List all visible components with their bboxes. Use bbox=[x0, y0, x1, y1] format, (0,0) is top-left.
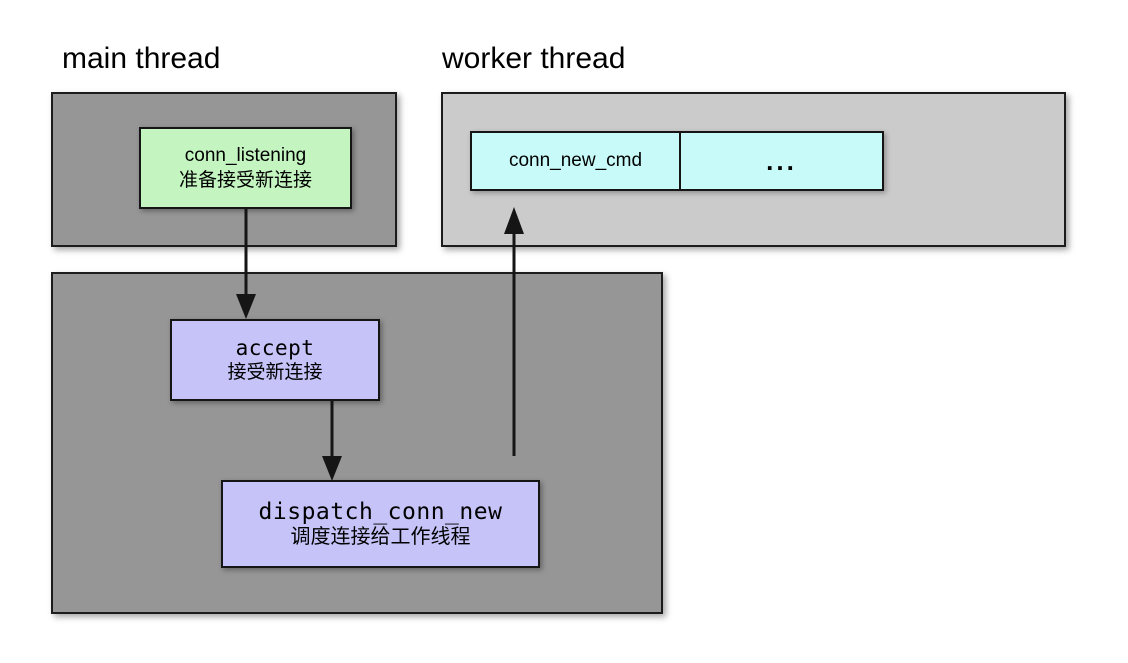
worker-command-queue: conn_new_cmd ... bbox=[470, 131, 884, 191]
worker-thread-label: worker thread bbox=[442, 42, 626, 75]
node-dispatch-conn-new: dispatch_conn_new 调度连接给工作线程 bbox=[221, 480, 540, 568]
node-conn-listening-subtitle: 准备接受新连接 bbox=[178, 168, 312, 191]
node-conn-listening: conn_listening 准备接受新连接 bbox=[139, 127, 352, 209]
node-dispatch-conn-new-subtitle: 调度连接给工作线程 bbox=[290, 523, 471, 548]
queue-cell-ellipsis: ... bbox=[766, 145, 797, 176]
queue-cell-conn-new-cmd: conn_new_cmd bbox=[472, 133, 681, 189]
node-accept-subtitle: 接受新连接 bbox=[227, 360, 323, 383]
main-thread-label: main thread bbox=[62, 42, 221, 75]
node-accept: accept 接受新连接 bbox=[170, 319, 380, 401]
node-dispatch-conn-new-title: dispatch_conn_new bbox=[258, 498, 503, 525]
node-conn-listening-title: conn_listening bbox=[184, 144, 307, 166]
node-accept-title: accept bbox=[235, 335, 315, 360]
